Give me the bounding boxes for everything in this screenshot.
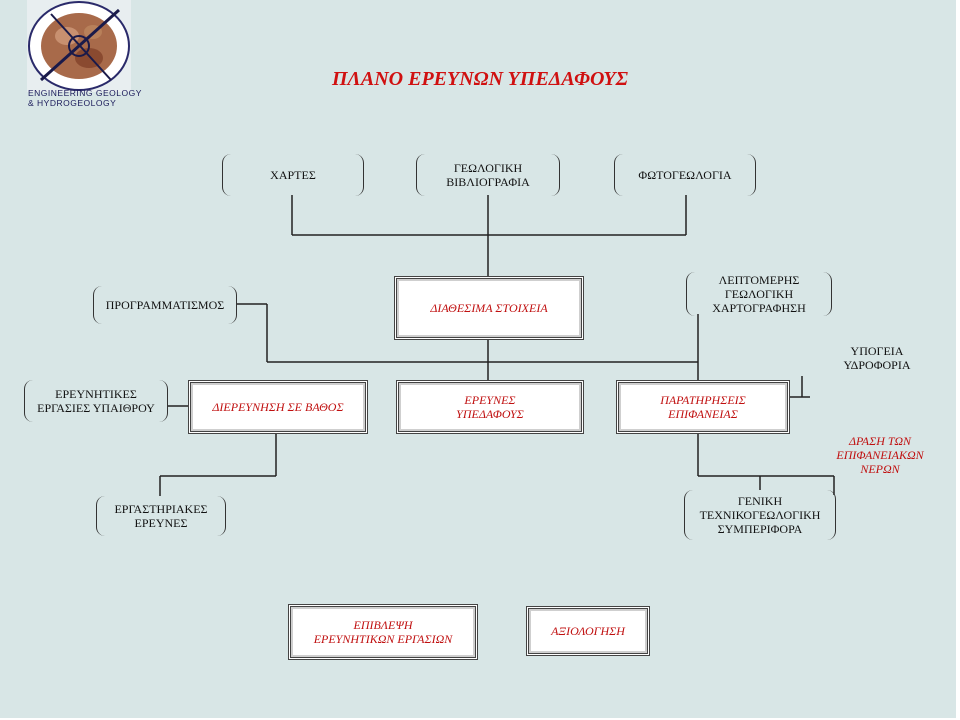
node-geotech-behavior-label: ΓΕΝΙΚΗ ΤΕΧΝΙΚΟΓΕΩΛΟΓΙΚΗ ΣΥΜΠΕΡΙΦΟΡΑ [699,494,821,536]
node-geo-bibliography-label: ΓΕΩΛΟΓΙΚΗ ΒΙΒΛΙΟΓΡΑΦΙΑ [446,161,530,189]
node-surface-water-label: ΔΡΑΣΗ ΤΩΝ ΕΠΙΦΑΝΕΙΑΚΩΝ ΝΕΡΩΝ [836,434,924,476]
node-evaluation-label: ΑΞΙΟΛΟΓΗΣΗ [551,624,625,638]
node-surface-observations: ΠΑΡΑΤΗΡΗΣΕΙΣ ΕΠΙΦΑΝΕΙΑΣ [616,380,790,434]
node-photogeology-label: ΦΩΤΟΓΕΩΛΟΓΙΑ [638,168,732,182]
node-geotech-behavior: ΓΕΝΙΚΗ ΤΕΧΝΙΚΟΓΕΩΛΟΓΙΚΗ ΣΥΜΠΕΡΙΦΟΡΑ [684,490,836,540]
node-available-data-label: ΔΙΑΘΕΣΙΜΑ ΣΤΟΙΧΕΙΑ [430,301,548,315]
page-title: ΠΛΑΝΟ ΕΡΕΥΝΩΝ ΥΠΕΔΑΦΟΥΣ [332,68,628,90]
node-deep-investigation-label: ΔΙΕΡΕΥΝΗΣΗ ΣΕ ΒΑΘΟΣ [212,400,344,414]
node-geo-bibliography: ΓΕΩΛΟΓΙΚΗ ΒΙΒΛΙΟΓΡΑΦΙΑ [416,154,560,196]
node-lab-research-label: ΕΡΓΑΣΤΗΡΙΑΚΕΣ ΕΡΕΥΝΕΣ [114,502,208,530]
company-logo [27,0,131,92]
logo-text: ENGINEERING GEOLOGY & HYDROGEOLOGY [28,88,142,108]
node-photogeology: ΦΩΤΟΓΕΩΛΟΓΙΑ [614,154,756,196]
node-available-data: ΔΙΑΘΕΣΙΜΑ ΣΤΟΙΧΕΙΑ [394,276,584,340]
node-subsurface-research: ΕΡΕΥΝΕΣ ΥΠΕΔΑΦΟΥΣ [396,380,584,434]
node-lab-research: ΕΡΓΑΣΤΗΡΙΑΚΕΣ ΕΡΕΥΝΕΣ [96,496,226,536]
node-surface-observations-label: ΠΑΡΑΤΗΡΗΣΕΙΣ ΕΠΙΦΑΝΕΙΑΣ [660,393,746,421]
node-maps: ΧΑΡΤΕΣ [222,154,364,196]
node-programming: ΠΡΟΓΡΑΜΜΑΤΙΣΜΟΣ [93,286,237,324]
node-deep-investigation: ΔΙΕΡΕΥΝΗΣΗ ΣΕ ΒΑΘΟΣ [188,380,368,434]
node-evaluation: ΑΞΙΟΛΟΓΗΣΗ [526,606,650,656]
node-subsurface-research-label: ΕΡΕΥΝΕΣ ΥΠΕΔΑΦΟΥΣ [456,393,524,421]
node-detailed-mapping-label: ΛΕΠΤΟΜΕΡΗΣ ΓΕΩΛΟΓΙΚΗ ΧΑΡΤΟΓΡΑΦΗΣΗ [712,273,806,315]
node-detailed-mapping: ΛΕΠΤΟΜΕΡΗΣ ΓΕΩΛΟΓΙΚΗ ΧΑΡΤΟΓΡΑΦΗΣΗ [686,272,832,316]
logo-line-2: & HYDROGEOLOGY [28,98,117,108]
node-groundwater: ΥΠΟΓΕΙΑ ΥΔΡΟΦΟΡΙΑ [832,340,922,376]
node-field-work: ΕΡΕΥΝΗΤΙΚΕΣ ΕΡΓΑΣΙΕΣ ΥΠΑΙΘΡΟΥ [24,380,168,422]
node-groundwater-label: ΥΠΟΓΕΙΑ ΥΔΡΟΦΟΡΙΑ [843,344,911,372]
node-surface-water: ΔΡΑΣΗ ΤΩΝ ΕΠΙΦΑΝΕΙΑΚΩΝ ΝΕΡΩΝ [812,430,948,480]
node-programming-label: ΠΡΟΓΡΑΜΜΑΤΙΣΜΟΣ [105,298,225,312]
node-supervision: ΕΠΙΒΛΕΨΗ ΕΡΕΥΝΗΤΙΚΩΝ ΕΡΓΑΣΙΩΝ [288,604,478,660]
node-field-work-label: ΕΡΕΥΝΗΤΙΚΕΣ ΕΡΓΑΣΙΕΣ ΥΠΑΙΘΡΟΥ [37,387,155,415]
logo-line-1: ENGINEERING GEOLOGY [28,88,142,98]
node-maps-label: ΧΑΡΤΕΣ [270,168,316,182]
node-supervision-label: ΕΠΙΒΛΕΨΗ ΕΡΕΥΝΗΤΙΚΩΝ ΕΡΓΑΣΙΩΝ [313,618,453,646]
